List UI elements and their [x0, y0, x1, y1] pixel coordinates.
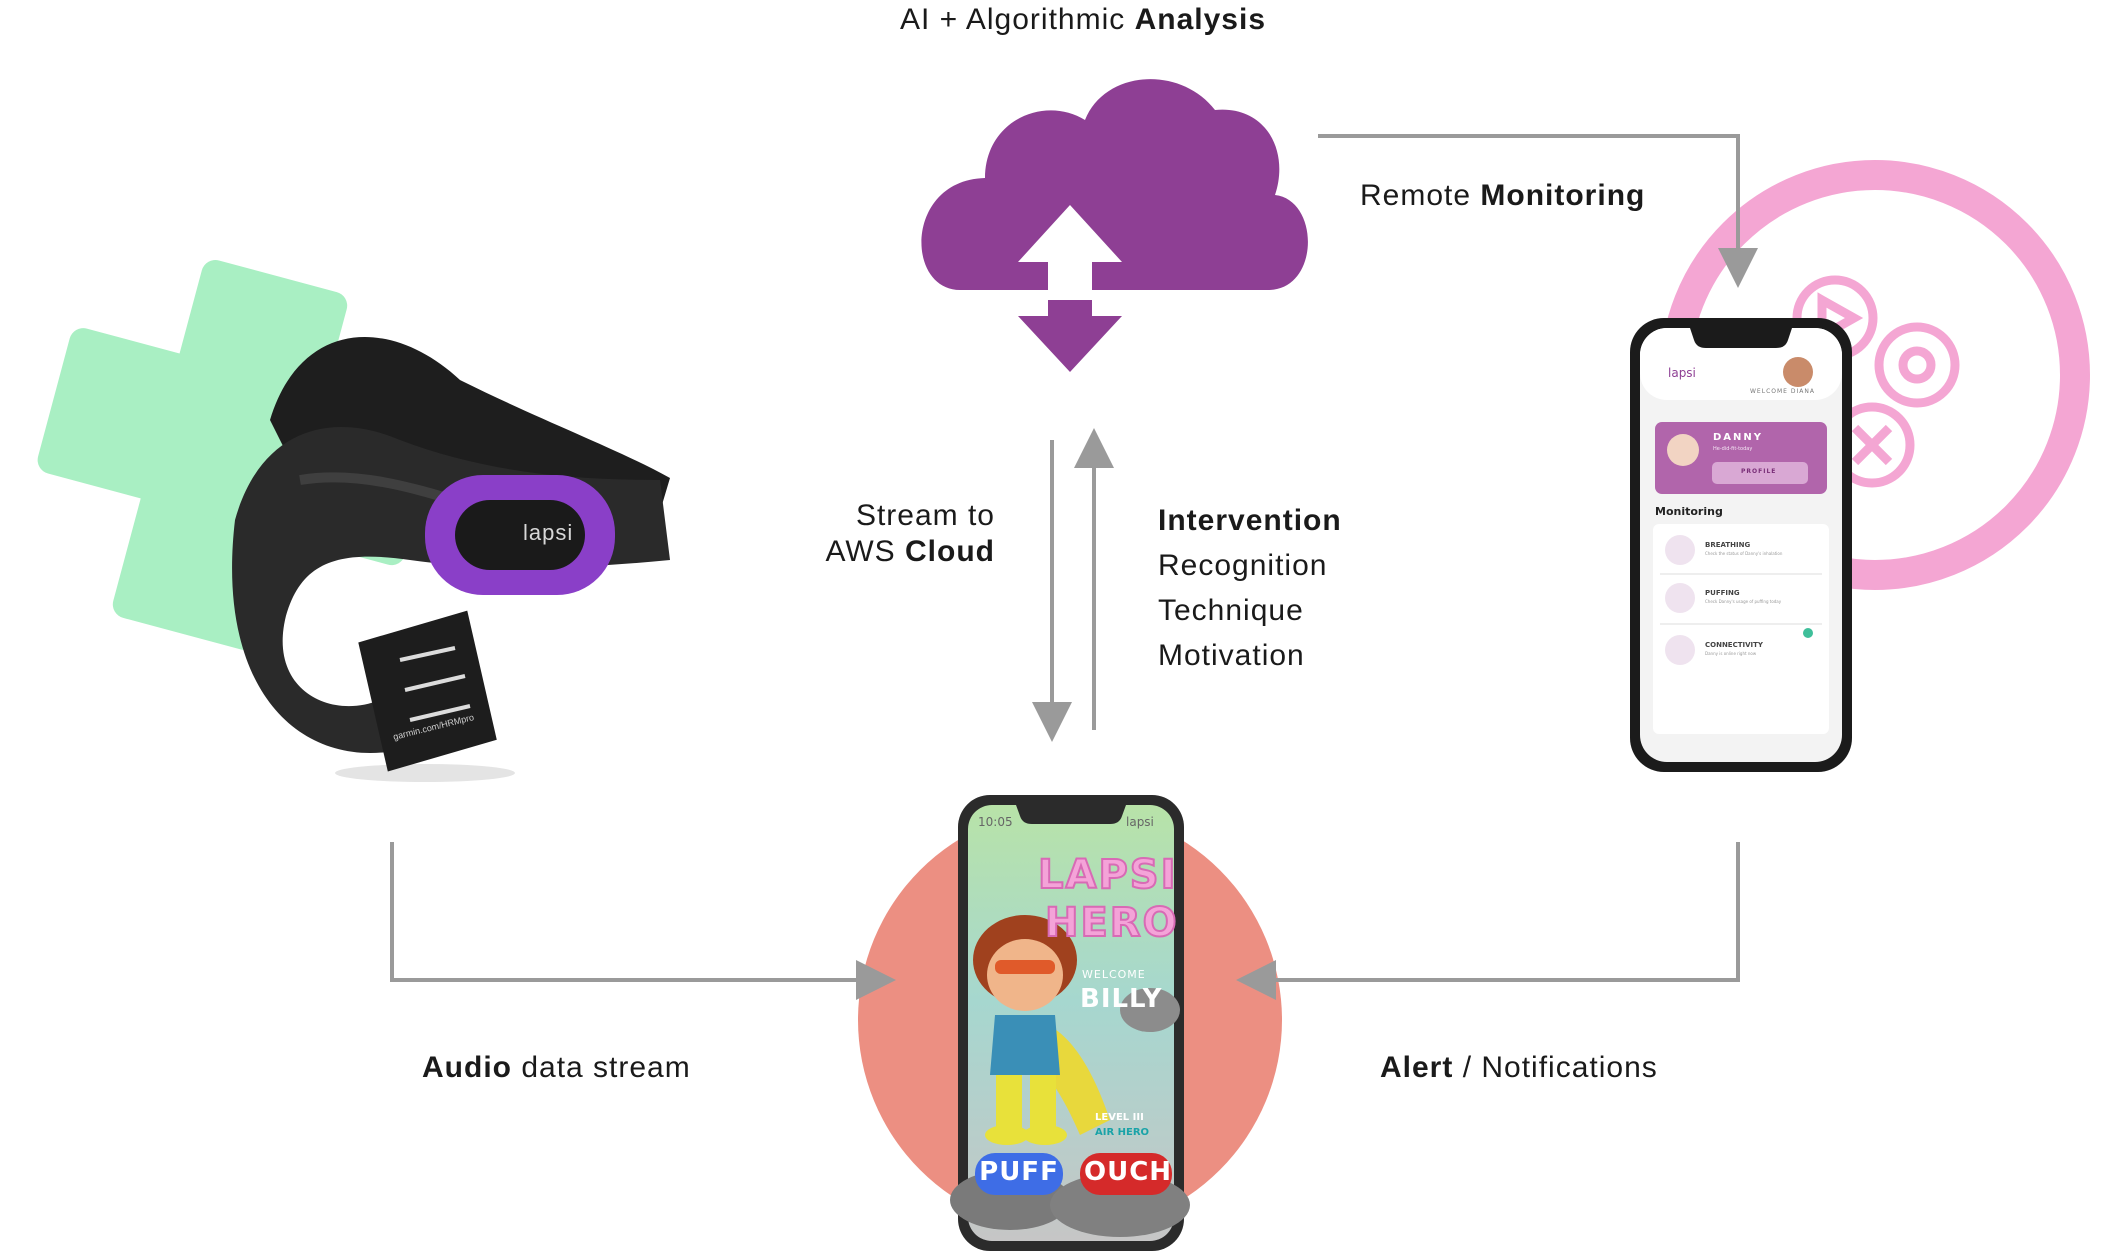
- player-name: BILLY: [1080, 984, 1163, 1014]
- hero-character-illustration: [973, 915, 1110, 1145]
- label-remote-bold: Monitoring: [1480, 179, 1646, 212]
- ouch-button[interactable]: OUCH: [1084, 1157, 1173, 1187]
- label-stream-line1: Stream to: [855, 499, 995, 532]
- label-stream-line2: AWS Cloud: [800, 534, 995, 570]
- label-remote-prefix: Remote: [1360, 179, 1472, 212]
- caregiver-app-welcome: WELCOME DIANA: [1750, 388, 1815, 395]
- player-level: LEVEL III: [1095, 1112, 1144, 1123]
- label-audio-bold: Audio: [422, 1051, 512, 1084]
- arrow-alert: [1236, 842, 1740, 1000]
- child-app-brand: lapsi: [1126, 815, 1154, 829]
- caregiver-phone-frame: [1630, 318, 1852, 772]
- patient-sub: He-did-fit-today: [1713, 446, 1753, 452]
- child-app-welcome: WELCOME: [1082, 968, 1146, 981]
- sensor-logo-text: lapsi: [523, 520, 574, 545]
- puff-button[interactable]: PUFF: [979, 1157, 1059, 1187]
- connector-arrows: [390, 134, 1758, 1000]
- label-alert-suffix: / Notifications: [1462, 1051, 1658, 1084]
- label-audio-data-stream: Audio data stream: [422, 1050, 691, 1086]
- label-intervention-title: Intervention: [1158, 504, 1342, 537]
- arrow-audio-stream: [390, 842, 896, 1000]
- label-stream-cloud: Cloud: [905, 535, 995, 568]
- label-alert-notifications: Alert / Notifications: [1380, 1050, 1658, 1086]
- arrow-cloud-to-monitor: [1318, 134, 1758, 288]
- game-title-line1: LAPSI: [1037, 851, 1178, 899]
- child-phone-frame: [950, 795, 1190, 1251]
- label-stream-aws: AWS: [825, 535, 896, 568]
- label-intervention: Intervention Recognition Technique Motiv…: [1158, 498, 1342, 678]
- label-audio-suffix: data stream: [521, 1051, 691, 1084]
- label-remote-monitoring: Remote Monitoring: [1360, 178, 1645, 214]
- profile-button[interactable]: PROFILE: [1741, 468, 1777, 475]
- chest-strap-sensor-image: [232, 336, 670, 782]
- monitor-item-connectivity-sub: Danny is online right now: [1705, 651, 1757, 656]
- label-ai-analysis-prefix: AI + Algorithmic: [900, 3, 1126, 36]
- monitoring-section-title: Monitoring: [1655, 505, 1723, 518]
- label-stream-to-cloud: Stream to AWS Cloud: [800, 498, 995, 570]
- monitor-item-breathing-title[interactable]: BREATHING: [1705, 541, 1751, 549]
- label-ai-analysis-bold: Analysis: [1134, 3, 1267, 36]
- monitor-item-puffing-title[interactable]: PUFFING: [1705, 589, 1740, 597]
- child-app-time: 10:05: [978, 815, 1013, 829]
- label-motivation: Motivation: [1158, 639, 1305, 672]
- label-alert-bold: Alert: [1380, 1051, 1454, 1084]
- label-technique: Technique: [1158, 594, 1304, 627]
- player-rank: AIR HERO: [1095, 1127, 1150, 1138]
- label-ai-analysis: AI + Algorithmic Analysis: [900, 2, 1266, 38]
- caregiver-app-brand: lapsi: [1668, 366, 1696, 380]
- cloud-upload-download-icon: [921, 79, 1308, 372]
- monitor-item-connectivity-title[interactable]: CONNECTIVITY: [1705, 641, 1763, 649]
- game-title-line2: HERO: [1044, 899, 1179, 947]
- label-recognition: Recognition: [1158, 549, 1328, 582]
- monitor-item-breathing-sub: Check the status of Danny's inhalation: [1705, 551, 1783, 556]
- monitor-item-puffing-sub: Check Danny's usage of puffing today: [1705, 599, 1782, 604]
- patient-name: DANNY: [1713, 432, 1764, 443]
